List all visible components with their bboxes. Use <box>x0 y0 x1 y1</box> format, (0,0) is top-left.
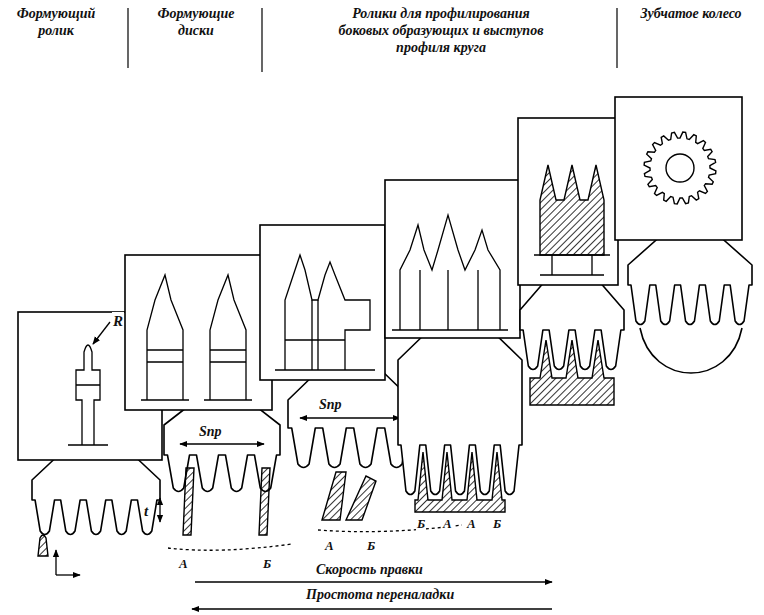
hatched-tool <box>183 468 194 535</box>
depth-label: t <box>143 502 149 520</box>
feed-arrow <box>180 443 264 444</box>
tool-outline <box>534 255 610 275</box>
hatched-tool <box>259 468 270 535</box>
trend-arrow <box>192 582 552 609</box>
column-heading: Формующие диски <box>140 6 252 40</box>
tool-outline <box>76 345 100 445</box>
panel-frame <box>385 180 520 338</box>
position-label: А <box>466 516 477 532</box>
radius-leader <box>93 322 110 344</box>
profile-roller <box>400 215 500 330</box>
depth-arrow <box>159 498 160 522</box>
position-label: Б <box>492 516 502 532</box>
gear-workpiece <box>640 328 742 373</box>
forming-disk <box>210 275 246 400</box>
tool-path <box>318 525 462 532</box>
panel-frame <box>260 225 385 380</box>
position-label: А <box>442 516 453 532</box>
feed-arrow <box>300 417 400 418</box>
hatched-tool <box>415 452 505 512</box>
gear <box>644 132 716 204</box>
tool-outline <box>204 350 252 400</box>
tool-outline <box>68 385 108 445</box>
trend-label: Простота переналадки <box>305 587 455 604</box>
axis-arrow <box>55 550 56 575</box>
profile-roller <box>285 255 370 370</box>
tool-path <box>168 544 292 550</box>
column-heading: Ролики для профилирования боковых образу… <box>329 6 553 56</box>
tool-outline <box>141 350 189 400</box>
panel-frame <box>125 255 272 410</box>
trend-label: Скорость правки <box>315 562 424 579</box>
position-label: А <box>324 538 335 554</box>
axis-arrow <box>56 574 80 575</box>
column-heading: Зубчатое колесо <box>625 6 757 23</box>
position-label: Б <box>416 516 426 532</box>
position-label: А <box>178 556 189 572</box>
feed-label: Sпр <box>198 424 223 441</box>
position-label: Б <box>366 538 376 554</box>
tool-tip <box>38 535 48 556</box>
panel-frame <box>518 118 618 285</box>
column-heading: Формующий ролик <box>5 6 107 40</box>
position-label: Б <box>262 556 272 572</box>
gear-hub <box>666 154 694 182</box>
hatched-tool <box>322 472 346 520</box>
hatched-tool <box>346 476 376 520</box>
radius-label: R <box>112 312 124 330</box>
feed-label: Sпр <box>318 397 343 414</box>
hatched-tool <box>530 340 614 405</box>
tool-outline <box>275 300 375 370</box>
panel-frame <box>615 97 742 240</box>
hatched-tool <box>540 165 604 255</box>
tool-outline <box>392 270 508 330</box>
forming-disk <box>147 275 183 400</box>
